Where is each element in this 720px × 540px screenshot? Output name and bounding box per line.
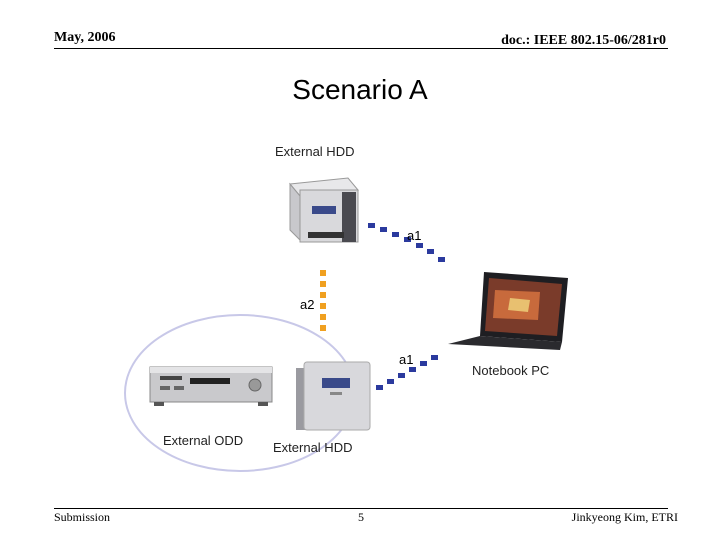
- label-link-a2: a2: [300, 297, 315, 312]
- link-a1-bottom: [376, 355, 438, 390]
- label-link-a1-top: a1: [407, 228, 422, 243]
- label-external-hdd-top: External HDD: [275, 144, 355, 159]
- external-hdd-top-icon: [289, 177, 359, 243]
- label-external-odd: External ODD: [163, 433, 244, 448]
- notebook-pc-icon: [448, 272, 568, 350]
- footer-submission: Submission: [54, 510, 111, 524]
- link-a2: [320, 270, 326, 331]
- footer-page-number: 5: [358, 510, 364, 524]
- link-a1-top: [368, 223, 445, 262]
- external-odd-icon: [149, 366, 273, 406]
- label-external-hdd-bottom: External HDD: [273, 440, 353, 455]
- slide-title: Scenario A: [292, 74, 428, 105]
- header-rule: [54, 48, 668, 49]
- footer-rule: [54, 508, 668, 509]
- label-link-a1-bottom: a1: [399, 352, 414, 367]
- label-notebook-pc: Notebook PC: [472, 363, 550, 378]
- header-date: May, 2006: [54, 30, 116, 45]
- footer-author: Jinkyeong Kim, ETRI: [571, 510, 678, 524]
- external-hdd-bottom-icon: [296, 361, 371, 431]
- header-doc-id: doc.: IEEE 802.15-06/281r0: [501, 33, 666, 48]
